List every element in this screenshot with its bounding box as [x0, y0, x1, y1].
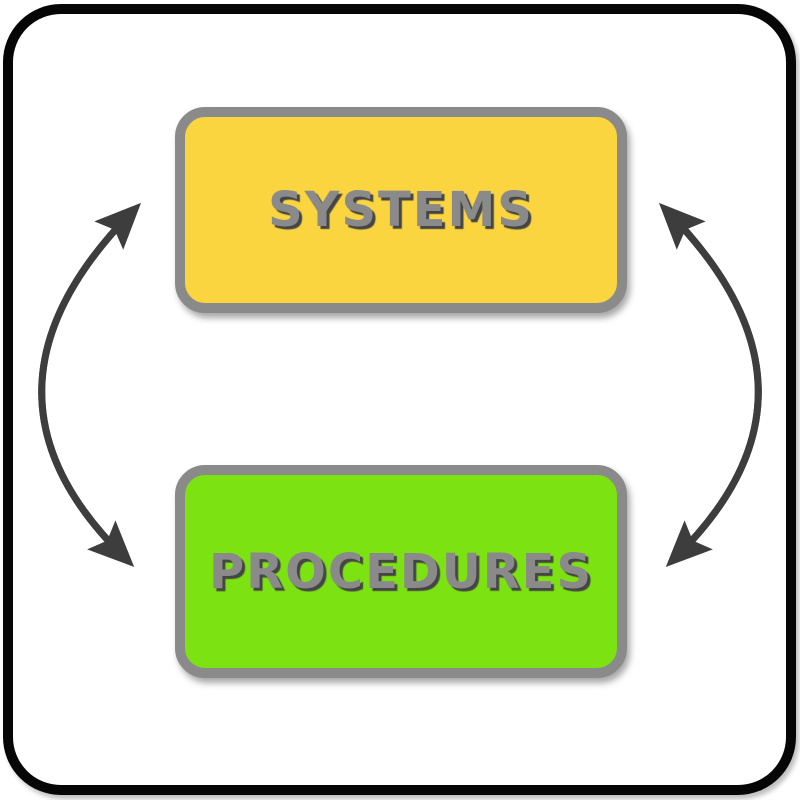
node-procedures: PROCEDURES: [175, 465, 627, 678]
node-systems-label: SYSTEMS: [268, 182, 534, 238]
left-bidirectional-arrow-icon: [38, 202, 142, 568]
node-systems: SYSTEMS: [175, 107, 627, 313]
right-bidirectional-arrow-icon: [658, 202, 762, 568]
outer-rounded-border: [3, 4, 796, 795]
node-procedures-label: PROCEDURES: [208, 543, 594, 600]
